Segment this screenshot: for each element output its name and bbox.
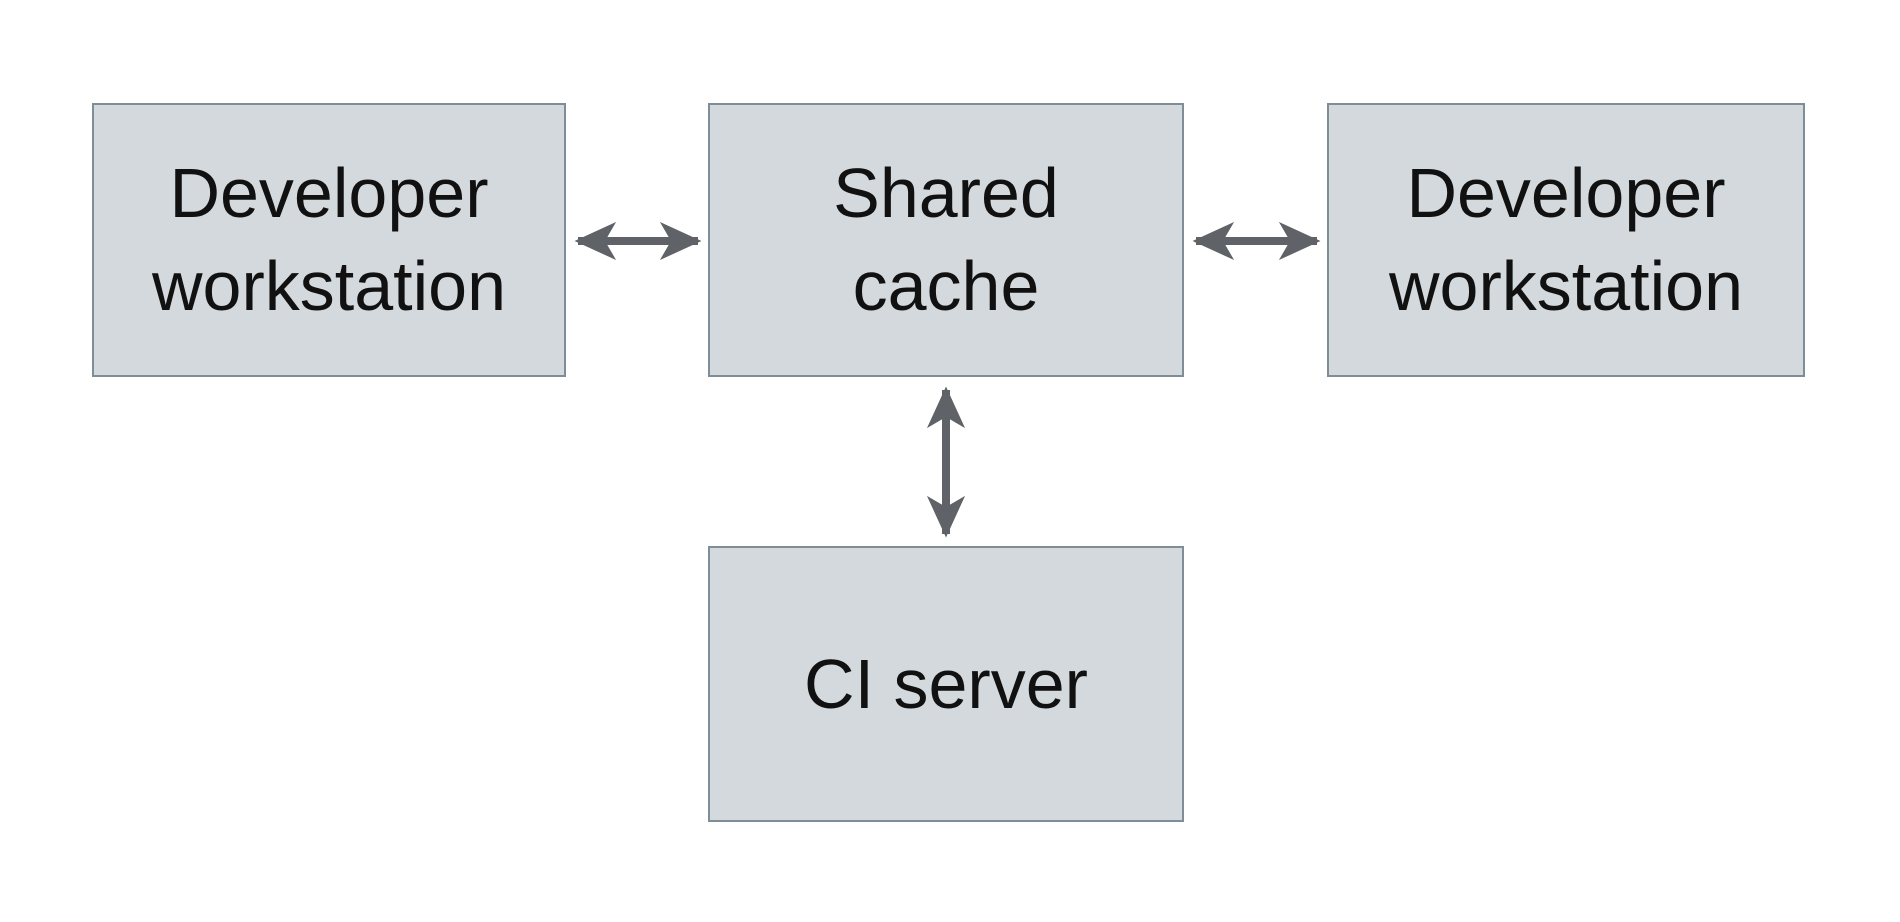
node-label-line: workstation — [1388, 247, 1744, 325]
node-label-line: Developer — [1406, 154, 1726, 232]
node-developer-workstation-right: Developer workstation — [1327, 103, 1805, 377]
node-label-line: CI server — [804, 644, 1088, 723]
node-label-line: Developer — [169, 154, 489, 232]
node-label-line: workstation — [151, 247, 507, 325]
node-developer-workstation-left: Developer workstation — [92, 103, 566, 377]
node-label-line: cache — [852, 247, 1040, 325]
node-shared-cache: Shared cache — [708, 103, 1184, 377]
node-ci-server: CI server — [708, 546, 1184, 822]
node-label-line: Shared — [833, 154, 1059, 232]
